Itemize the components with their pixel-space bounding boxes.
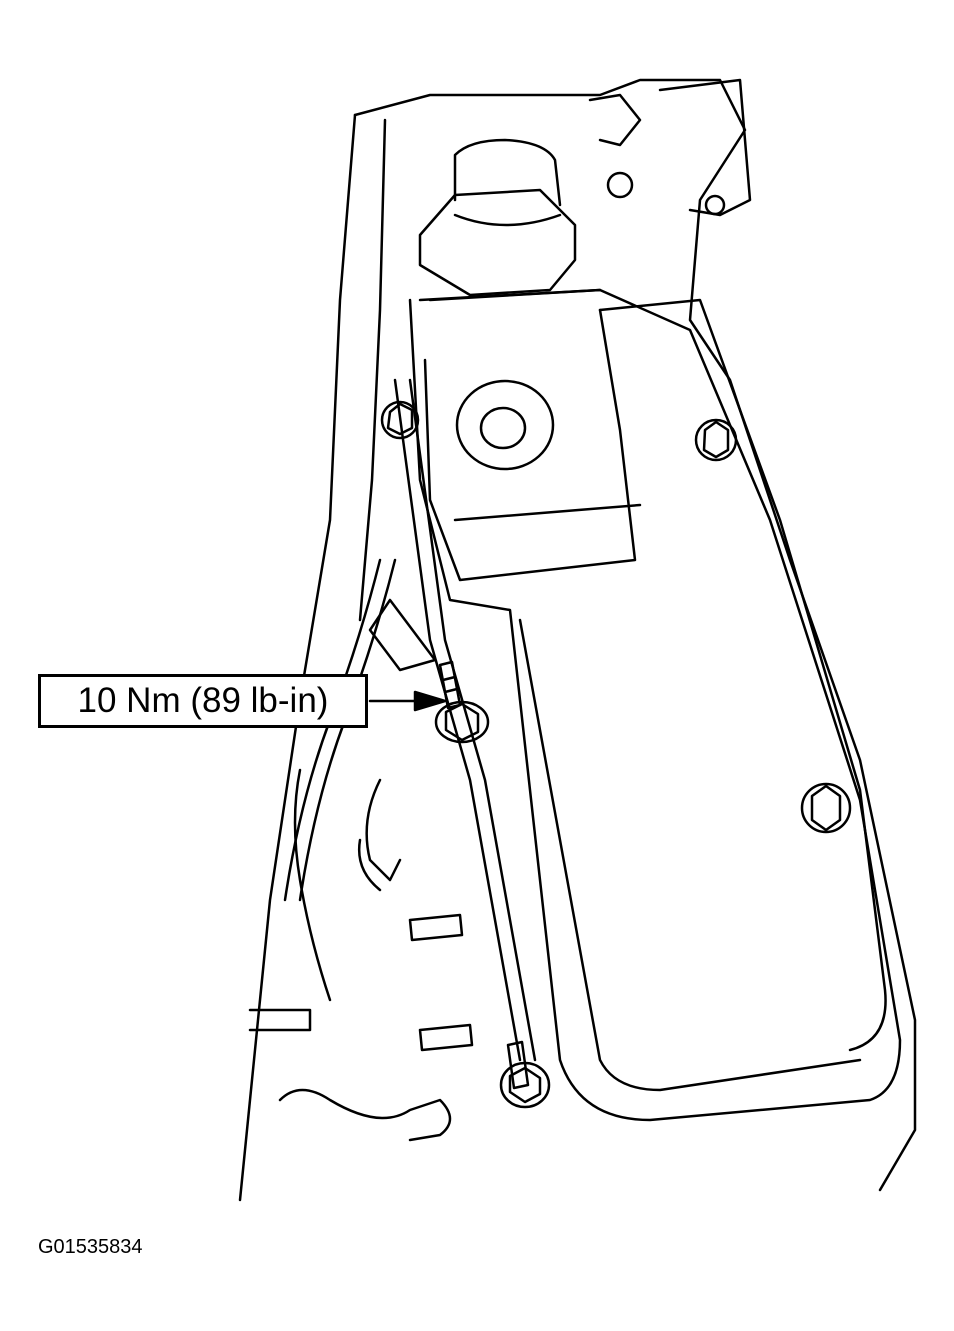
torque-label: 10 Nm (89 lb-in) [77,681,329,720]
torque-callout-box: 10 Nm (89 lb-in) [38,674,368,728]
bolt-upper-right [694,418,738,462]
hoses-and-tubes [248,558,474,1142]
valve-cover [408,288,902,1122]
valve-cover-gasket-edge [393,378,537,1062]
bolt-upper-left [380,400,420,440]
oil-filler-cap [418,138,602,302]
oil-filler-opening [455,379,555,471]
stud-bolt-torque-point [434,660,490,744]
figure-id: G01535834 [38,1236,143,1258]
stud-bolt-lower [499,1040,551,1109]
bolt-lower-right [800,782,852,834]
torque-callout-arrow [368,690,447,712]
engine-block-outline [238,78,917,1202]
mounting-bracket [588,78,752,217]
